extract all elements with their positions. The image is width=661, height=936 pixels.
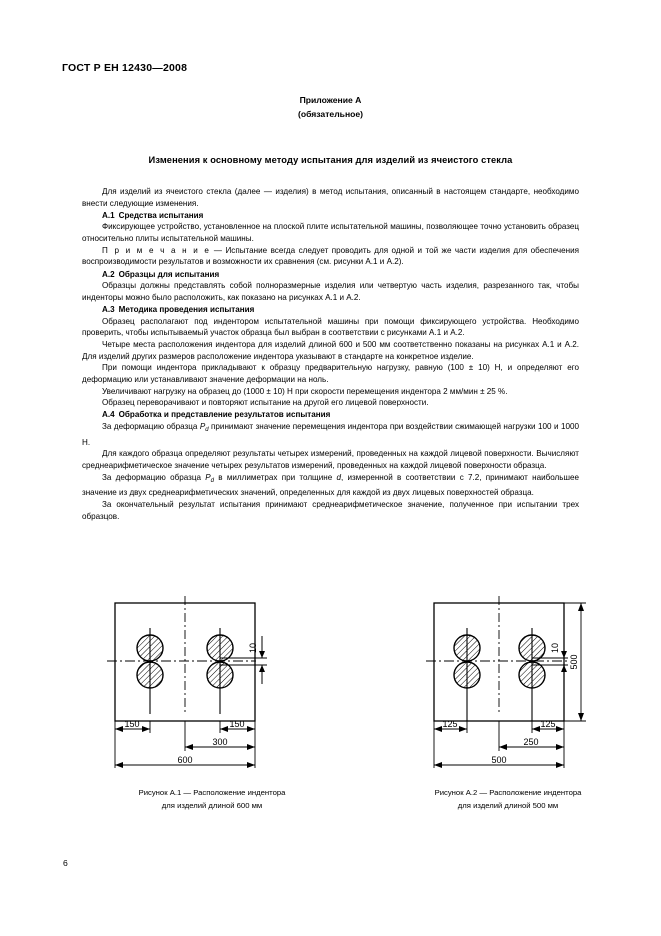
paragraph-a4-3: За деформацию образца Pd в миллиметрах п… [82,472,579,499]
annex-status: (обязательное) [297,109,364,119]
paragraph-a4-4: За окончательный результат испытания при… [82,500,579,521]
standard-header: ГОСТ Р ЕН 12430—2008 [62,62,188,74]
figure-a1-caption-line2: для изделий длиной 600 мм [161,800,263,810]
figure-a1-dim-edge-left: 150 [124,719,139,729]
figure-a2-dim-edge-right: 125 [540,719,555,729]
paragraph-a4-1: За деформацию образца Pd принимают значе… [82,421,579,448]
section-title-a3: Методика проведения испытания [118,305,255,315]
paragraph-a4-2: Для каждого образца определяют результат… [82,449,579,471]
figure-a1-dim-mid: 300 [212,737,227,747]
section-title-a1: Средства испытания [118,210,204,220]
a4-1-text-b: принимают значение перемещения индентора… [82,422,579,447]
paragraph-intro: Для изделий из ячеистого стекла (далее —… [82,187,579,208]
section-number-a4: А.4 [102,410,115,420]
section-number-a3: А.3 [102,305,115,315]
paragraph-a3-5: Образец переворачивают и повторяют испыт… [102,398,429,408]
section-title-a2: Образцы для испытания [118,269,220,279]
symbol-d: d [336,472,341,482]
figure-a1-dim-total: 600 [177,755,192,765]
a4-3-text-c: , измеренной в соответствии с 7.2, прини… [82,472,579,498]
section-title-a4: Обработка и представление результатов ис… [118,410,331,420]
paragraph-a3-1: Образец располагают под индентором испыт… [82,316,579,338]
note-text: — Испытание всегда следует проводить для… [82,245,579,267]
symbol-pd: P [199,422,206,432]
symbol-pd-2: P [205,472,211,482]
figure-a2-caption-line1: Рисунок А.2 — Расположение индентора [434,788,582,797]
figure-a1-caption-line1: Рисунок А.1 — Расположение индентора [138,788,286,797]
figure-a1-dim-edge-right: 150 [229,719,244,729]
body-text: Для изделий из ячеистого стекла (далее —… [82,186,579,522]
page-number: 6 [63,858,68,868]
figure-a2: 10 500 [408,596,634,786]
paragraph-note: П р и м е ч а н и е — Испытание всегда с… [82,245,579,268]
symbol-pd-subscript: d [205,427,209,434]
section-number-a1: А.1 [102,210,115,220]
figure-a1-dim-gap: 10 [248,643,258,653]
paragraph-a2-1: Образцы должны представлять собой полнор… [82,281,579,302]
figure-a2-caption: Рисунок А.2 — Расположение индентора для… [368,787,648,812]
figure-a2-dim-height: 500 [569,654,579,669]
paragraph-a3-3: При помощи индентора прикладывают к обра… [82,363,579,384]
figures-row: 10 150 [0,596,661,796]
symbol-pd-2-subscript: d [210,477,215,484]
figure-a2-caption-line2: для изделий длиной 500 мм [457,800,559,810]
figure-a1-caption: Рисунок А.1 — Расположение индентора для… [72,787,352,812]
figure-a2-dim-total: 500 [491,755,506,765]
paragraph-a3-2: Четыре места расположения индентора для … [82,340,579,361]
a4-3-text-a: За деформацию образца [102,472,206,482]
figure-a1: 10 150 [104,596,330,786]
figure-a2-dim-gap: 10 [550,643,560,653]
figure-captions: Рисунок А.1 — Расположение индентора для… [0,787,661,827]
annex-heading: Приложение А (обязательное) [0,93,661,121]
section-number-a2: А.2 [102,269,115,279]
note-label: П р и м е ч а н и е [102,245,211,255]
paragraph-a3-4: Увеличивают нагрузку на образец до (1000… [102,386,508,396]
figure-a2-dim-edge-left: 125 [442,719,457,729]
annex-label: Приложение А [299,95,362,105]
paragraph-a1-1: Фиксирующее устройство, установленное на… [82,222,579,244]
figure-a2-dim-mid: 250 [523,737,538,747]
a4-3-text-b: в миллиметрах при толщине [214,472,337,482]
a4-1-text-a: За деформацию образца [102,422,200,432]
annex-title: Изменения к основному методу испытания д… [148,155,513,165]
